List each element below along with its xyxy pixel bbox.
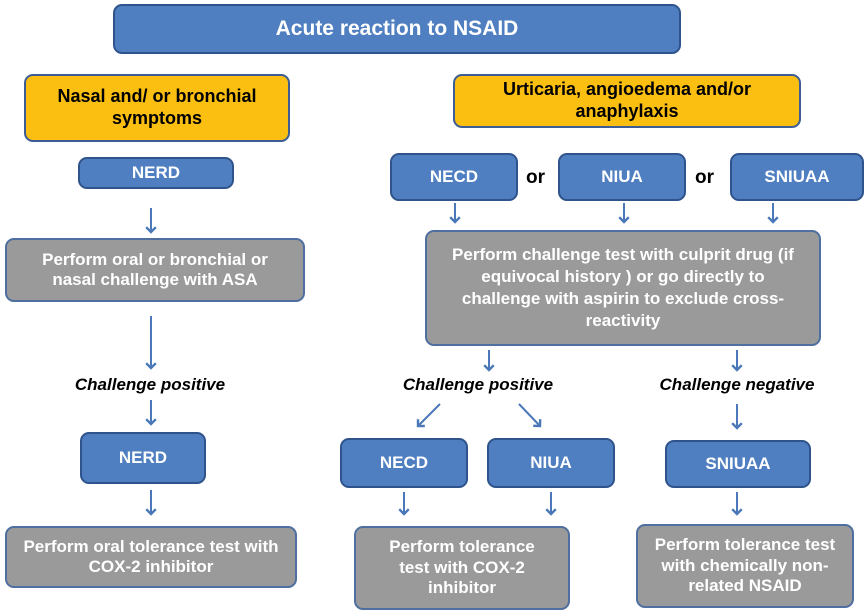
or-label-1: or <box>526 167 545 188</box>
niua-type-box: NIUA <box>558 153 686 201</box>
arrow-positive-to-necd <box>416 403 441 428</box>
right-challenge-negative-label: Challenge negative <box>659 375 815 394</box>
nasal-bronchial-header: Nasal and/ or bronchial symptoms <box>24 74 290 142</box>
niua-outcome-box: NIUA <box>487 438 615 488</box>
right-challenge-box: Perform challenge test with culprit drug… <box>425 230 821 346</box>
left-challenge-positive-label: Challenge positive <box>74 375 226 394</box>
sniuaa-outcome-box: SNIUAA <box>665 440 811 488</box>
urticaria-header: Urticaria, angioedema and/or anaphylaxis <box>453 74 801 128</box>
or-label-2: or <box>695 167 714 188</box>
necd-outcome-box: NECD <box>340 438 468 488</box>
tolerance-positive-box: Perform tolerance test with COX-2 inhibi… <box>354 526 570 610</box>
tolerance-negative-box: Perform tolerance test with chemically n… <box>636 524 854 608</box>
title-text: Acute reaction to NSAID <box>275 17 519 41</box>
arrow-positive-to-niua <box>518 403 542 428</box>
nerd-bottom-box: NERD <box>80 432 206 484</box>
necd-type-box: NECD <box>390 153 518 201</box>
sniuaa-type-box: SNIUAA <box>730 153 864 201</box>
left-tolerance-box: Perform oral tolerance test with COX-2 i… <box>5 526 297 588</box>
left-challenge-box: Perform oral or bronchial or nasal chall… <box>5 238 305 302</box>
title-box: Acute reaction to NSAID <box>113 4 681 54</box>
nerd-top-box: NERD <box>78 157 234 189</box>
right-challenge-positive-label: Challenge positive <box>402 375 554 394</box>
